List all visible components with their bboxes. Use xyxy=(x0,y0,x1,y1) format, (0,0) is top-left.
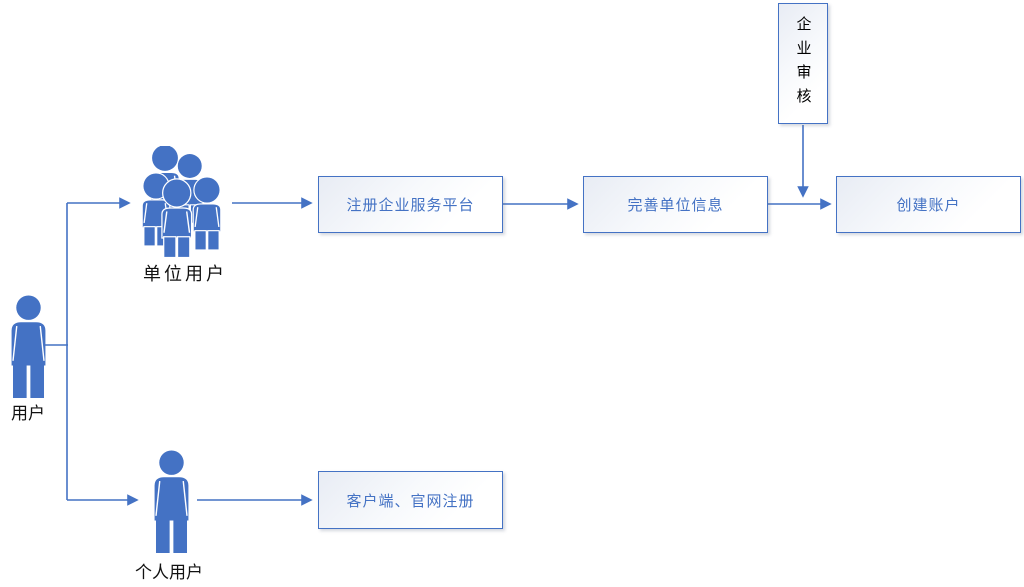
node-client-web-register: 客户端、官网注册 xyxy=(318,471,503,529)
node-create-account: 创建账户 xyxy=(836,176,1021,233)
node-register-platform: 注册企业服务平台 xyxy=(318,176,503,233)
node-complete-org-info-label: 完善单位信息 xyxy=(627,197,724,214)
org-users-group-icon xyxy=(141,146,222,259)
personal-user-label: 个人用户 xyxy=(135,563,203,582)
node-complete-org-info: 完善单位信息 xyxy=(583,176,768,233)
node-register-platform-label: 注册企业服务平台 xyxy=(346,197,475,214)
user-person-icon xyxy=(10,295,47,399)
user-label: 用户 xyxy=(11,404,45,423)
org-user-label: 单位用户 xyxy=(143,264,227,284)
node-enterprise-review-label: 企业审核 xyxy=(794,15,812,112)
node-enterprise-review: 企业审核 xyxy=(778,3,828,124)
personal-person-icon xyxy=(153,450,190,554)
node-client-web-register-label: 客户端、官网注册 xyxy=(346,492,475,510)
node-create-account-label: 创建账户 xyxy=(896,197,961,214)
